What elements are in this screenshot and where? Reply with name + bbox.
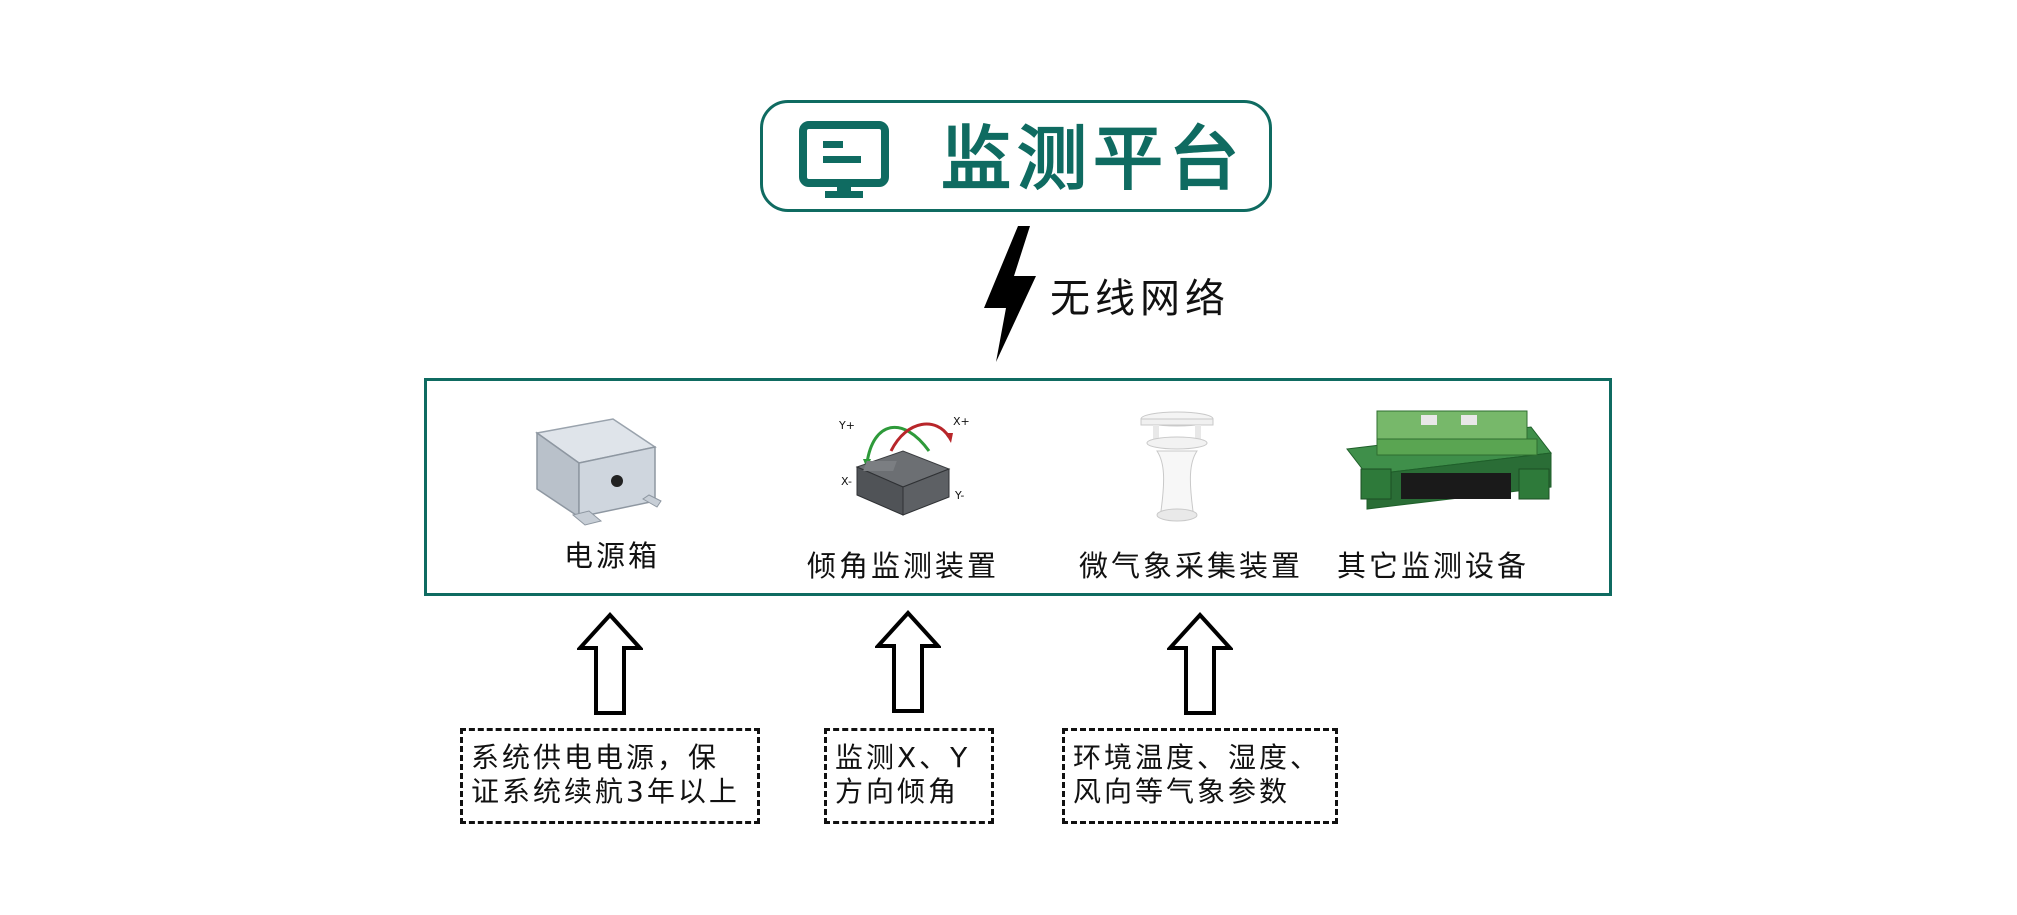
monitor-icon	[799, 121, 889, 198]
description-box-weather: 环境温度、湿度、 风向等气象参数	[1062, 728, 1338, 824]
description-box-inclination: 监测X、Y 方向倾角	[824, 728, 994, 824]
description-line: 证系统续航3年以上	[471, 775, 740, 808]
description-line: 风向等气象参数	[1073, 775, 1291, 808]
device-group-frame: 电源箱 Y+ X+ X- Y- 倾角监测装置 微气象采集装置	[424, 378, 1612, 596]
description-box-power: 系统供电电源，保 证系统续航3年以上	[460, 728, 760, 824]
platform-title: 监测平台	[941, 118, 1245, 200]
up-arrow-icon	[577, 612, 643, 715]
monitoring-platform-box: 监测平台	[760, 100, 1272, 212]
axis-label-x-plus: X+	[953, 415, 970, 428]
axis-label-y-minus: Y-	[954, 489, 964, 502]
axis-label-x-minus: X-	[841, 475, 852, 488]
power-box-image	[535, 418, 662, 526]
device-label-power-box: 电源箱	[564, 539, 661, 573]
inclination-sensor-image: Y+ X+ X- Y-	[838, 415, 970, 516]
weather-station-image	[1140, 411, 1214, 522]
wireless-network-label: 无线网络	[1050, 276, 1230, 322]
circuit-board-image	[1346, 410, 1552, 510]
lightning-bolt-icon	[984, 226, 1036, 362]
device-label-weather-station: 微气象采集装置	[1079, 549, 1304, 583]
description-line: 方向倾角	[835, 775, 960, 808]
axis-label-y-plus: Y+	[838, 419, 855, 432]
device-label-inclination-sensor: 倾角监测装置	[807, 549, 1000, 583]
description-line: 监测X、Y	[835, 741, 971, 774]
up-arrow-icon	[875, 610, 941, 713]
device-label-other-equipment: 其它监测设备	[1337, 549, 1530, 583]
description-line: 系统供电电源，保	[471, 741, 720, 774]
up-arrow-icon	[1167, 612, 1233, 715]
description-line: 环境温度、湿度、	[1073, 741, 1322, 774]
